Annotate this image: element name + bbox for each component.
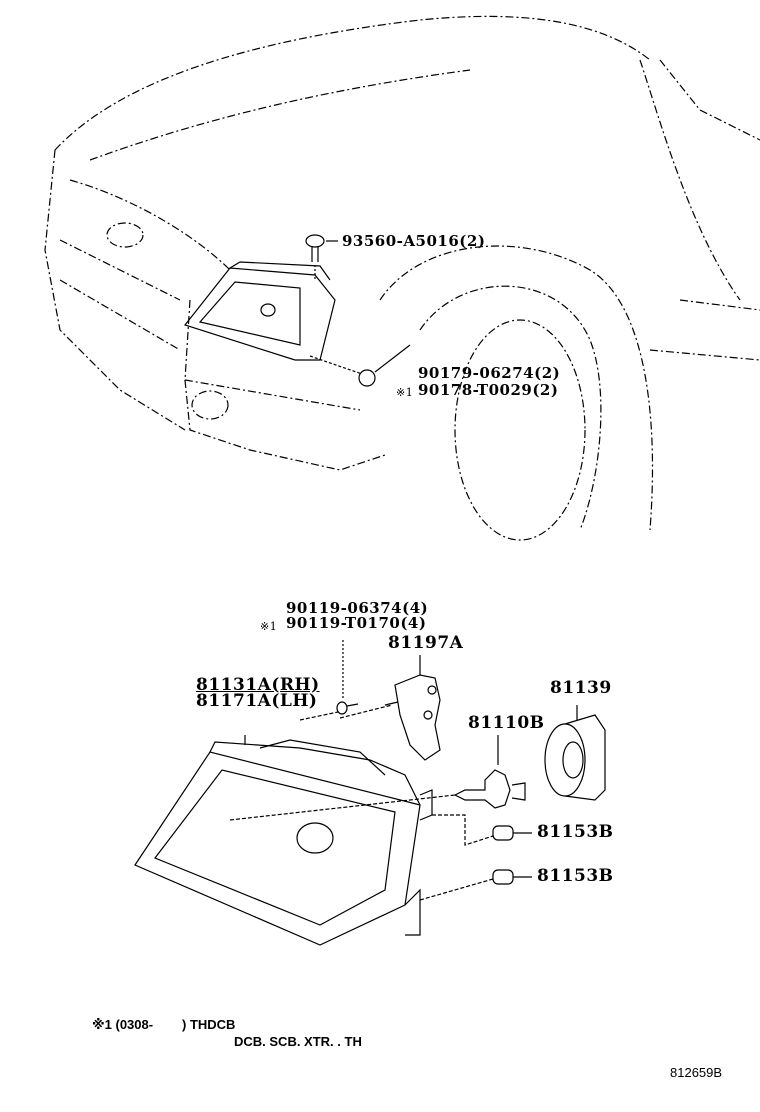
cover-81139 — [544, 705, 606, 801]
nut-90179 — [309, 344, 411, 387]
headlamp-installed — [183, 261, 336, 361]
callout-81153b-2: 81153B — [537, 866, 614, 886]
bracket-81197a — [339, 655, 441, 761]
footnote-line2: DCB. SCB. XTR. . TH — [234, 1034, 362, 1049]
callout-81171a-lh: 81171A(LH) — [196, 691, 318, 711]
callout-90179-06274: 90179-06274(2) — [418, 364, 561, 382]
screw-90119 — [299, 640, 359, 721]
socket-81153b-1 — [432, 814, 532, 846]
vehicle-outline — [44, 15, 760, 541]
callout-90178-t0029: 90178-T0029(2) — [418, 381, 559, 399]
callout-93560-a5016: 93560-A5016(2) — [342, 232, 486, 250]
headlamp-assembly — [134, 735, 433, 946]
callout-81131a-rh: 81131A(RH) — [196, 675, 320, 695]
footnote-mark: ※1 — [92, 1017, 112, 1032]
callout-81110b: 81110B — [468, 713, 545, 733]
socket-81153b-2 — [419, 869, 532, 901]
bulb-81110b — [229, 735, 526, 821]
bolt-93560 — [305, 234, 338, 280]
footnote: ※1 (0308- ) THDCB — [92, 1017, 235, 1033]
callout-90119-06374: 90119-06374(4) — [286, 599, 429, 617]
callout-81139: 81139 — [550, 678, 612, 698]
callout-90119-t0170: 90119-T0170(4) — [286, 614, 427, 632]
callout-81197a: 81197A — [388, 633, 464, 653]
footnote-mark: ※1 — [396, 386, 414, 399]
callout-81153b-1: 81153B — [537, 822, 614, 842]
footnote-range: (0308- ) — [115, 1017, 187, 1032]
footnote-line1: THDCB — [189, 1017, 236, 1032]
figure-id: 812659B — [670, 1065, 723, 1080]
footnote-mark: ※1 — [260, 620, 278, 633]
